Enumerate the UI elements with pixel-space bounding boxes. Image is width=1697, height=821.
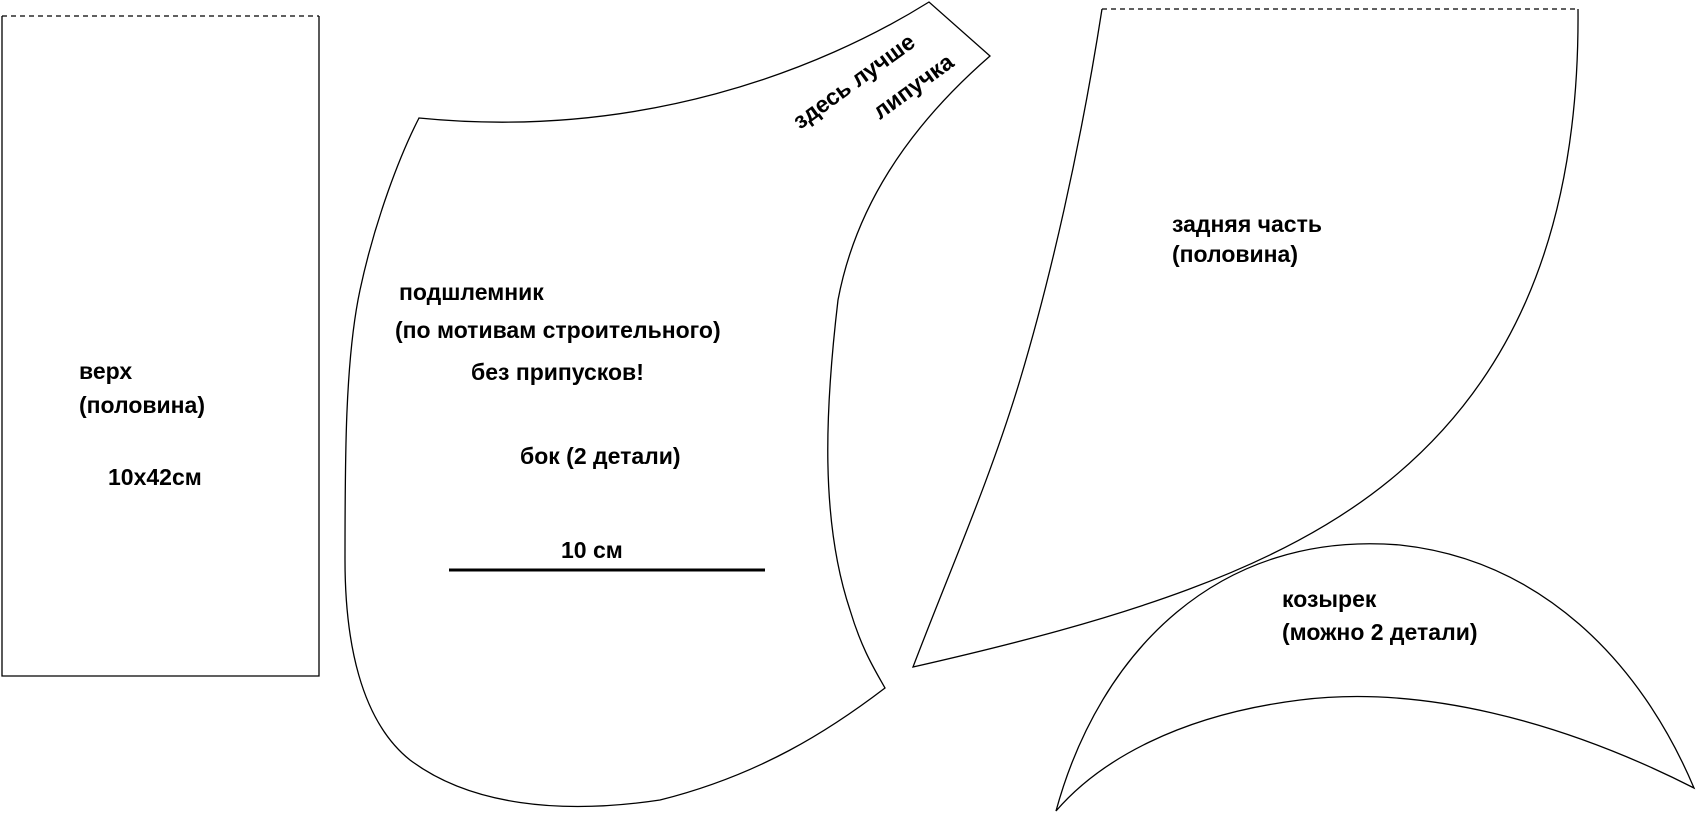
piece-side-line1: подшлемник <box>399 279 544 305</box>
piece-side: здесь лучше липучка подшлемник (по мотив… <box>344 1 991 808</box>
piece-side-line3: без припусков! <box>471 359 644 385</box>
piece-visor: козырек (можно 2 детали) <box>1055 543 1696 812</box>
piece-top-outline <box>1 16 320 677</box>
piece-top-size: 10х42см <box>108 464 202 490</box>
piece-visor-note: (можно 2 детали) <box>1282 619 1478 645</box>
piece-top: верх (половина) 10х42см <box>1 15 320 677</box>
piece-side-name: бок (2 детали) <box>520 443 681 469</box>
piece-visor-outline <box>1055 543 1696 812</box>
piece-back-note: (половина) <box>1172 241 1298 267</box>
scale-bar-label: 10 см <box>561 537 623 563</box>
piece-top-note: (половина) <box>79 392 205 418</box>
piece-back-outline <box>911 8 1579 668</box>
piece-side-line2: (по мотивам строительного) <box>395 317 721 343</box>
piece-back-name: задняя часть <box>1172 211 1322 237</box>
piece-top-name: верх <box>79 358 132 384</box>
piece-visor-name: козырек <box>1282 586 1377 612</box>
piece-back: задняя часть (половина) <box>911 8 1579 668</box>
piece-side-outline <box>344 1 991 808</box>
